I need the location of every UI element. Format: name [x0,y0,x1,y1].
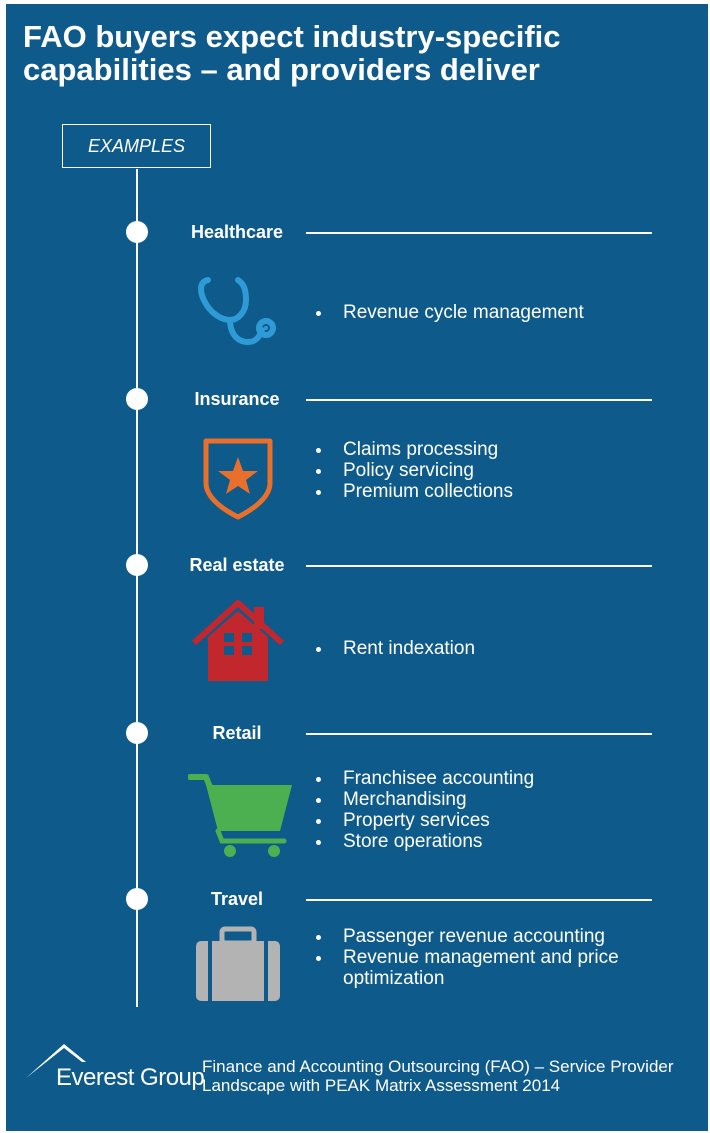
section-divider [306,565,652,567]
timeline-dot [126,554,148,576]
infographic-panel: FAO buyers expect industry-specific capa… [6,4,708,1131]
section-bullets: Revenue cycle management [310,302,630,323]
section-divider [306,733,652,735]
section-title: Real estate [189,555,285,575]
section-divider [306,232,652,234]
timeline-line [136,169,138,1007]
list-item: Rent indexation [310,638,630,659]
section-divider [306,399,652,401]
everest-group-logo: Everest Group [24,1040,205,1096]
page-title: FAO buyers expect industry-specific capa… [23,19,561,87]
list-item: Revenue cycle management [310,302,630,323]
section-title: Retail [212,723,262,743]
timeline-dot [126,388,148,410]
suitcase-icon [196,926,280,1001]
source-citation: Finance and Accounting Outsourcing (FAO)… [202,1057,674,1095]
logo-text: Everest Group [56,1064,205,1091]
shield-star-icon [203,438,273,520]
section-title: Healthcare [190,222,284,242]
mountain-icon [26,1044,86,1078]
list-item: Claims processing [310,439,630,460]
list-item: Property services [310,810,630,831]
shopping-cart-icon [188,774,292,857]
examples-label: EXAMPLES [62,124,211,168]
list-item: Franchisee accounting [310,768,630,789]
section-bullets: Passenger revenue accounting Revenue man… [310,926,630,989]
section-bullets: Rent indexation [310,638,630,659]
timeline-dot [126,221,148,243]
stethoscope-icon [198,277,276,346]
section-title: Insurance [194,389,280,409]
list-item: Premium collections [310,481,630,502]
section-title: Travel [210,889,264,909]
section-divider [306,899,652,901]
list-item: Store operations [310,831,630,852]
house-icon [191,600,285,681]
list-item: Policy servicing [310,460,630,481]
section-bullets: Claims processing Policy servicing Premi… [310,439,630,502]
section-bullets: Franchisee accounting Merchandising Prop… [310,768,630,852]
list-item: Passenger revenue accounting [310,926,630,947]
timeline-dot [126,888,148,910]
list-item: Merchandising [310,789,630,810]
list-item: Revenue management and price optimizatio… [310,947,630,989]
timeline-dot [126,722,148,744]
